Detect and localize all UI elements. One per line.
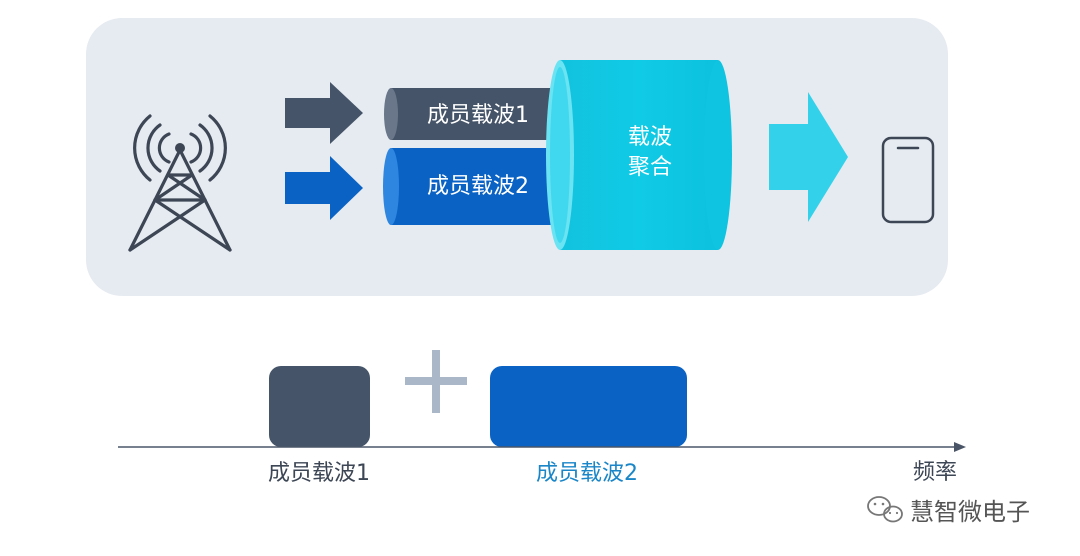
output-arrow	[769, 92, 848, 222]
carrier2-block	[490, 366, 687, 447]
watermark-text: 慧智微电子	[910, 498, 1030, 526]
carrier1-input-arrow	[285, 82, 363, 144]
aggregation-label-line1: 载波	[628, 125, 672, 150]
carrier2-input-arrow	[285, 156, 363, 220]
carrier2-axis-label: 成员载波2	[536, 461, 638, 486]
carrier1-block	[269, 366, 370, 447]
carrier1-axis-label: 成员载波1	[268, 461, 370, 486]
aggregation-cylinder	[546, 60, 732, 250]
base-station-tower-icon	[128, 114, 232, 252]
carrier1-cylinder-label: 成员载波1	[427, 103, 529, 128]
frequency-axis-arrowhead	[954, 442, 966, 452]
frequency-axis-label: 频率	[913, 460, 957, 485]
plus-icon	[405, 350, 467, 413]
phone-icon	[881, 136, 935, 224]
carrier2-cylinder-label: 成员载波2	[427, 174, 529, 199]
aggregation-label-line2: 聚合	[628, 155, 672, 180]
wechat-icon	[867, 496, 903, 523]
tower-top-dot	[175, 143, 185, 153]
